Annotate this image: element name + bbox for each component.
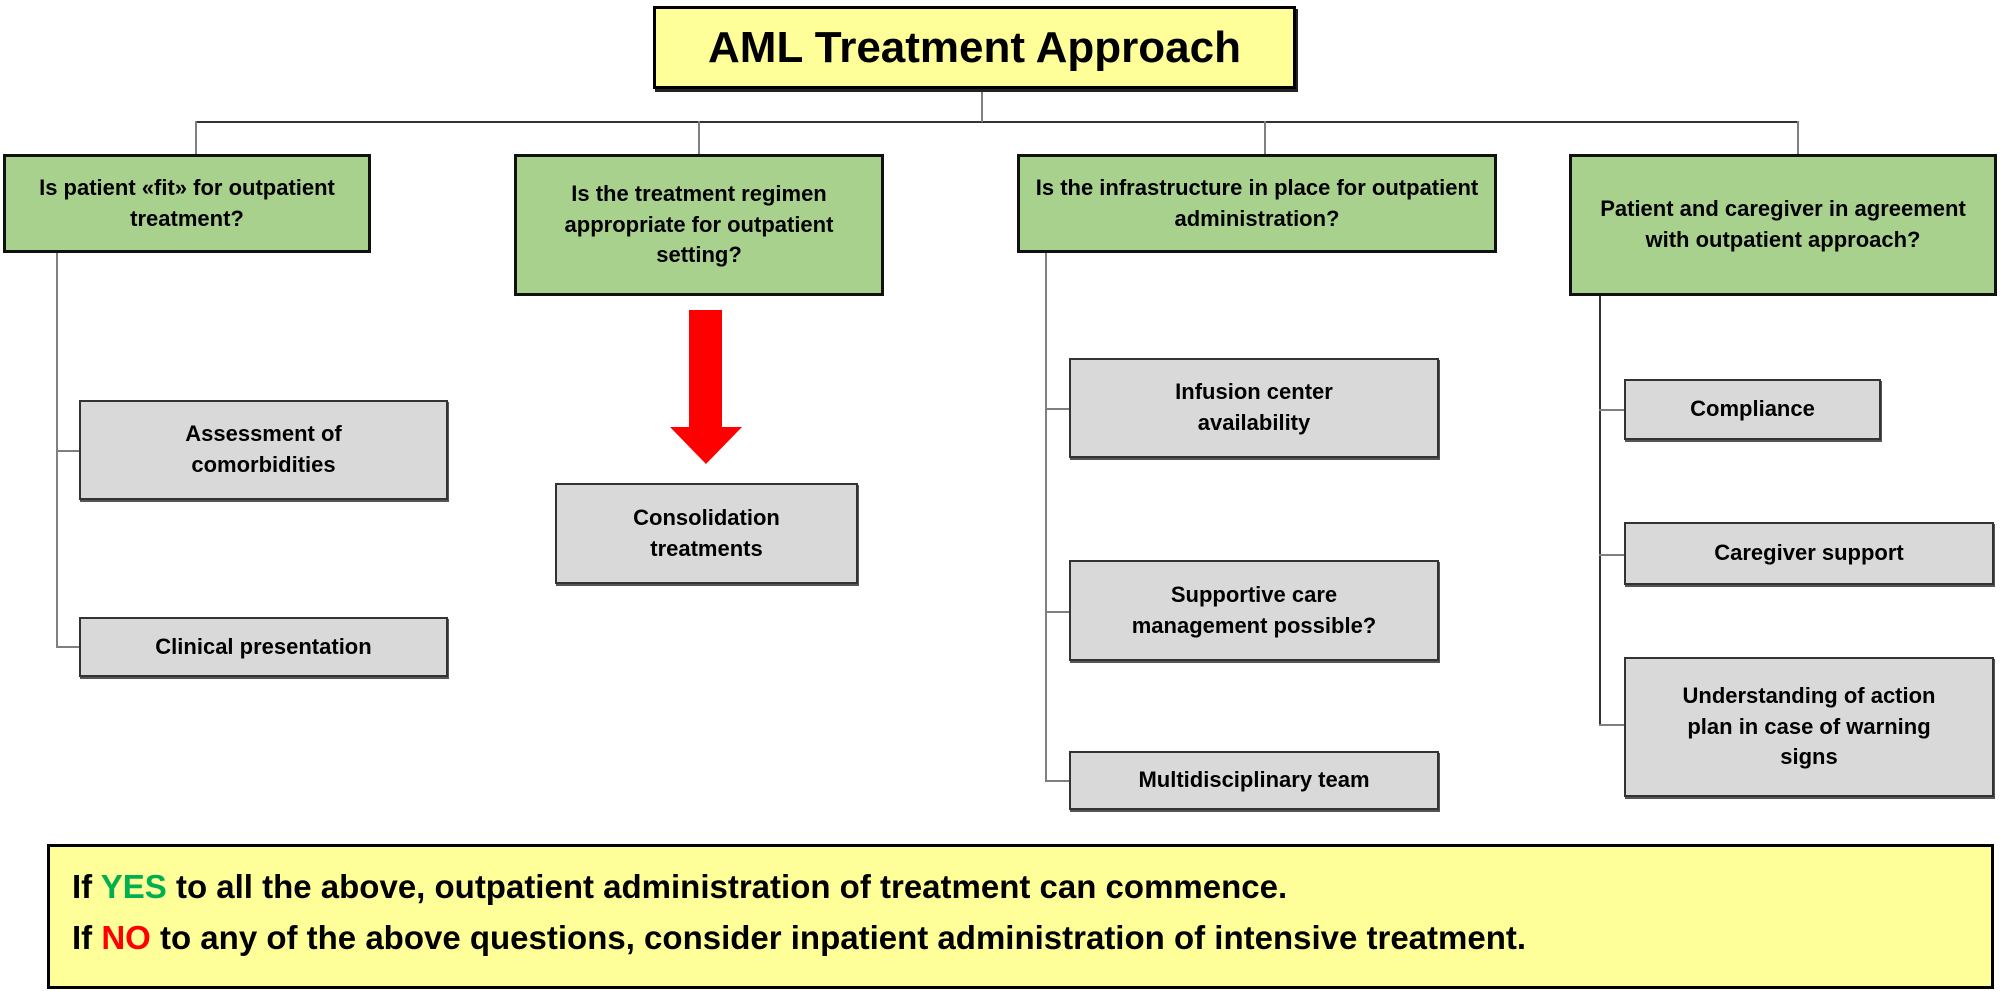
connector xyxy=(1264,121,1266,154)
question-infrastructure: Is the infrastructure in place for outpa… xyxy=(1017,154,1497,253)
question-regimen: Is the treatment regimen appropriate for… xyxy=(514,154,884,296)
item-multidisciplinary-team: Multidisciplinary team xyxy=(1069,751,1439,810)
connector xyxy=(195,121,1798,123)
connector xyxy=(1599,296,1601,725)
connector xyxy=(1045,253,1047,782)
item-clinical-presentation: Clinical presentation xyxy=(79,617,448,677)
connector xyxy=(1045,408,1070,410)
item-caregiver-support: Caregiver support xyxy=(1624,522,1994,585)
yes-keyword: YES xyxy=(100,868,167,905)
text: If xyxy=(72,919,102,957)
connector xyxy=(1599,409,1625,411)
connector xyxy=(1797,121,1799,154)
item-consolidation: Consolidation treatments xyxy=(555,483,858,584)
text: to any of the above questions, consider … xyxy=(150,919,1527,957)
connector xyxy=(698,121,700,154)
question-fit: Is patient «fit» for outpatient treatmen… xyxy=(3,154,371,253)
connector xyxy=(1045,611,1070,613)
conclusion-no-line: If NO to any of the above questions, con… xyxy=(72,912,1969,963)
no-keyword: NO xyxy=(101,919,151,957)
connector xyxy=(56,450,80,452)
item-infusion-center: Infusion center availability xyxy=(1069,358,1439,458)
connector xyxy=(981,89,983,122)
connector xyxy=(1045,780,1070,782)
down-arrow-icon xyxy=(670,310,742,464)
item-supportive-care: Supportive care management possible? xyxy=(1069,560,1439,661)
item-compliance: Compliance xyxy=(1624,379,1881,440)
conclusion-box: If YES to all the above, outpatient admi… xyxy=(47,844,1994,989)
question-agreement: Patient and caregiver in agreement with … xyxy=(1569,154,1997,296)
item-comorbidities: Assessment of comorbidities xyxy=(79,400,448,500)
text: If xyxy=(72,868,101,905)
item-action-plan: Understanding of action plan in case of … xyxy=(1624,657,1994,797)
text: to all the above, outpatient administrat… xyxy=(166,868,1288,905)
connector xyxy=(1599,724,1625,726)
conclusion-yes-line: If YES to all the above, outpatient admi… xyxy=(72,861,1969,912)
connector xyxy=(1599,554,1625,556)
connector xyxy=(56,646,80,648)
diagram-title: AML Treatment Approach xyxy=(653,6,1296,89)
connector xyxy=(195,121,197,154)
